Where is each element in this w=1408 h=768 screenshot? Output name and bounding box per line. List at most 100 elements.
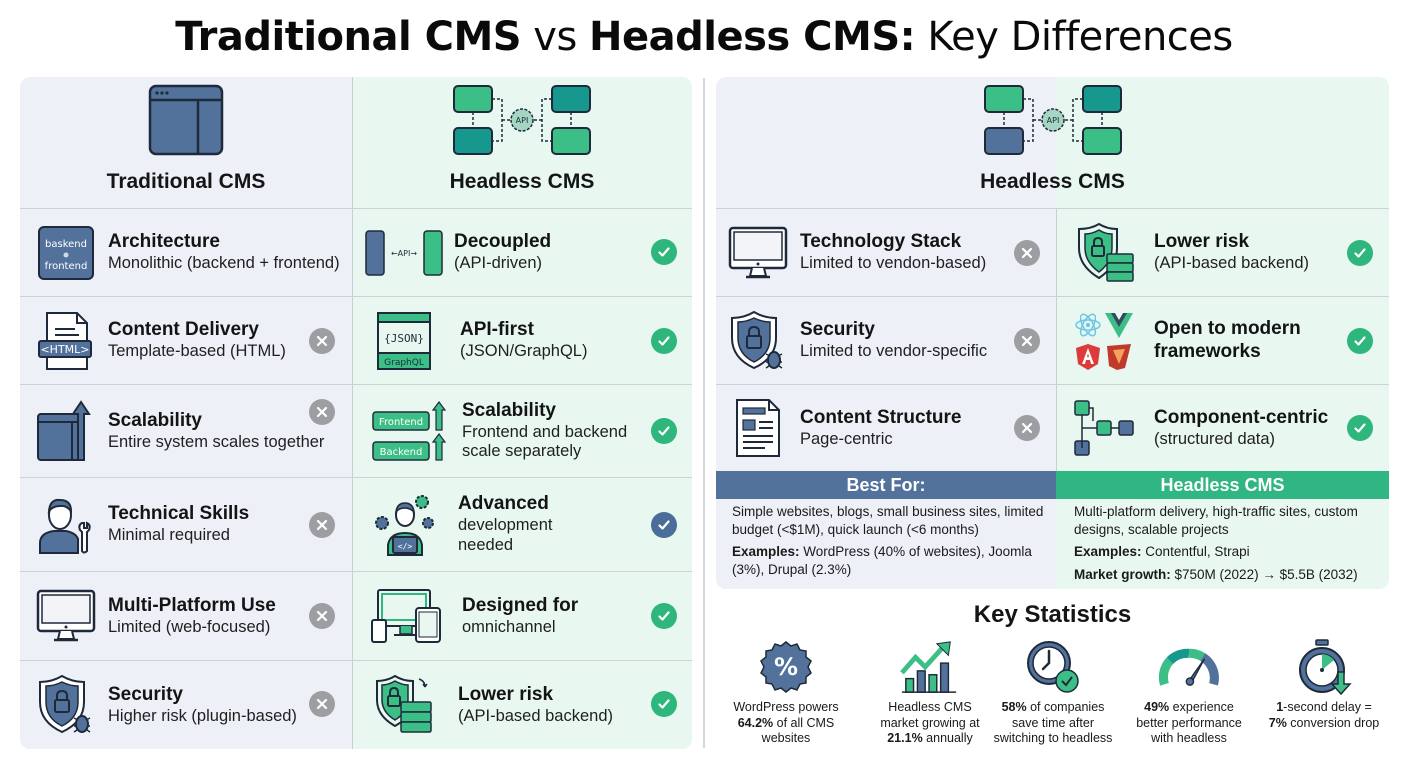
- row-title: Advanced: [458, 493, 549, 515]
- row-title: Technical Skills: [108, 503, 250, 525]
- headless-panel-header: API Headless CMS: [716, 77, 1389, 208]
- clock-check-icon: [1023, 638, 1083, 696]
- traditional-cell: Scalability Entire system scales togethe…: [34, 385, 324, 477]
- decoupled-api-icon: ←API→: [364, 221, 444, 285]
- table-row-multi-platform: Multi-Platform Use Limited (web-focused): [20, 571, 692, 660]
- html-document-icon: <HTML>: [34, 309, 98, 373]
- comparison-table-right: API Headless CMS Technology Stack Limite…: [716, 77, 1389, 589]
- page-title: Traditional CMS vs Headless CMS: Key Dif…: [0, 14, 1408, 60]
- row-title: Lower risk: [458, 683, 554, 705]
- best-for-headless-growth: Market growth: $750M (2022) → $5.5B (203…: [1074, 566, 1358, 582]
- best-for-traditional-body: Simple websites, blogs, small business s…: [732, 503, 1050, 583]
- x-icon: [309, 691, 335, 717]
- desktop-monitor-icon: [34, 584, 98, 648]
- check-icon: [1347, 415, 1373, 441]
- headless-cell: Frontend Backend Scalability Frontend an…: [370, 385, 652, 477]
- shield-bug-icon: [34, 673, 98, 737]
- traditional-cell: baskend frontend Architecture Monolithic…: [34, 209, 340, 296]
- developer-gears-icon: </>: [374, 493, 438, 557]
- row-title: Security: [108, 683, 183, 705]
- svg-text:API: API: [1046, 116, 1059, 125]
- stopwatch-down-icon: [1294, 638, 1354, 696]
- headless-cell: Open to modern frameworks: [1072, 297, 1301, 384]
- key-statistics-title: Key Statistics: [973, 601, 1132, 628]
- percent-badge-icon: %: [756, 638, 816, 696]
- row-subtitle: omnichannel: [462, 617, 556, 636]
- row-subtitle: Limited to vendon-based): [800, 254, 987, 272]
- table-row-scalability: Scalability Entire system scales togethe…: [20, 384, 692, 477]
- headless-column-title: Headless CMS: [449, 170, 595, 193]
- row-title: Security: [800, 319, 875, 341]
- row-title: Lower risk: [1154, 231, 1250, 253]
- svg-text:frontend: frontend: [45, 261, 88, 272]
- table-row-security: Security Limited to vendor-specific: [716, 296, 1389, 384]
- title-key-differences: Key Differences: [915, 14, 1233, 60]
- svg-text:{JSON}: {JSON}: [384, 332, 424, 345]
- row-subtitle: Monolithic (backend + frontend): [108, 254, 340, 272]
- check-icon: [651, 328, 677, 354]
- table-row-security: Security Higher risk (plugin-based): [20, 660, 692, 749]
- row-title: Technology Stack: [800, 231, 962, 253]
- row-title: Architecture: [108, 231, 220, 253]
- table-row-content-structure: Content Structure Page-centric Component…: [716, 384, 1389, 471]
- check-icon: [1347, 240, 1373, 266]
- desktop-monitor-icon: [726, 221, 790, 285]
- window-scale-up-icon: [34, 399, 98, 463]
- svg-text:API: API: [516, 116, 529, 125]
- traditional-cell: Technology Stack Limited to vendon-based…: [726, 209, 986, 296]
- row-subtitle: (API-based backend): [1154, 254, 1310, 272]
- traditional-cell: Multi-Platform Use Limited (web-focused): [34, 572, 276, 660]
- row-subtitle: Minimal required: [108, 526, 230, 544]
- stat-item: 1-second delay =7% conversion drop: [1254, 638, 1394, 731]
- traditional-cell: Technical Skills Minimal required: [34, 478, 249, 571]
- row-subtitle: development needed: [458, 516, 553, 554]
- row-title-line2: frameworks: [1154, 340, 1261, 362]
- svg-text:<HTML>: <HTML>: [40, 343, 89, 356]
- row-title: Designed for: [462, 594, 579, 616]
- row-title: Open to modern: [1154, 317, 1301, 339]
- row-subtitle: Template-based (HTML): [108, 342, 286, 360]
- page-document-icon: [726, 396, 790, 460]
- row-title: Multi-Platform Use: [108, 594, 276, 616]
- svg-text:←API→: ←API→: [391, 249, 417, 258]
- frameworks-logos-icon: [1072, 309, 1136, 373]
- best-for-traditional-text: Simple websites, blogs, small business s…: [732, 504, 1044, 537]
- row-subtitle: (structured data): [1154, 429, 1276, 448]
- monolith-stack-icon: baskend frontend: [34, 221, 98, 285]
- table-row-technical-skills: Technical Skills Minimal required </>: [20, 477, 692, 571]
- headless-cell: {JSON} GraphQL API-first (JSON/GraphQL): [372, 297, 587, 384]
- svg-text:GraphQL: GraphQL: [384, 358, 424, 368]
- x-icon: [309, 603, 335, 629]
- title-headless: Headless CMS:: [589, 14, 916, 60]
- x-icon: [1014, 415, 1040, 441]
- check-icon: [651, 603, 677, 629]
- traditional-cell: Content Structure Page-centric: [726, 385, 962, 471]
- headless-cell: ←API→ Decoupled (API-driven): [364, 209, 551, 296]
- headless-column-header: API Headless CMS: [352, 77, 692, 208]
- traditional-column-title: Traditional CMS: [106, 170, 266, 193]
- check-icon-blue: [651, 512, 677, 538]
- check-icon: [651, 418, 677, 444]
- headless-cell: Lower risk (API-based backend): [1072, 209, 1309, 296]
- table-row-technology-stack: Technology Stack Limited to vendon-based…: [716, 208, 1389, 296]
- shield-server-icon: [1072, 221, 1136, 285]
- row-subtitle: Entire system scales together: [108, 432, 325, 451]
- best-for-traditional-heading: Best For:: [716, 471, 1056, 499]
- api-network-icon: API: [983, 85, 1122, 155]
- x-icon: [1014, 240, 1040, 266]
- svg-text:baskend: baskend: [45, 239, 87, 250]
- row-title: Content Structure: [800, 406, 962, 428]
- row-title: Content Delivery: [108, 319, 259, 341]
- row-subtitle: Limited to vendor-specific: [800, 342, 988, 360]
- traditional-column-header: Traditional CMS: [20, 77, 352, 208]
- svg-text:Frontend: Frontend: [379, 417, 423, 428]
- component-tree-icon: [1072, 396, 1136, 460]
- headless-cell: Lower risk (API-based backend): [372, 661, 613, 749]
- row-title: API-first: [460, 319, 534, 341]
- panel-divider: [703, 78, 705, 748]
